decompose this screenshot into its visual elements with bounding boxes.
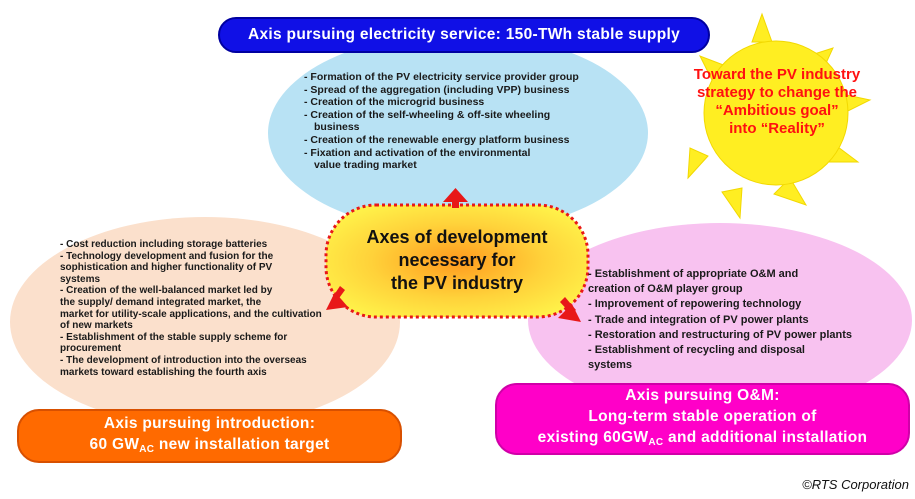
list-item: the supply/ demand integrated market, th…: [60, 296, 262, 308]
right-axis-capacity: existing 60GW: [537, 429, 649, 446]
list-item: - Trade and integration of PV power plan…: [588, 313, 809, 326]
arrow-down-left: [326, 286, 348, 310]
list-item: - The development of introduction into t…: [60, 354, 307, 366]
list-item: market for utility-scale applications, a…: [60, 308, 322, 320]
right-axis-ellipse: [528, 223, 912, 417]
list-item: - Formation of the PV electricity servic…: [304, 71, 579, 83]
list-item: - Creation of the well-balanced market l…: [60, 285, 273, 297]
list-item: - Technology development and fusion for …: [60, 250, 274, 262]
arrows: [326, 188, 581, 322]
sun-line-2: strategy to change the: [696, 84, 858, 101]
top-axis-title: Axis pursuing electricity service: 150-T…: [218, 17, 710, 53]
right-axis-install-text: and additional installation: [663, 429, 868, 446]
arrow-down-right: [558, 297, 581, 322]
right-axis-capacity-sub: AC: [648, 437, 664, 448]
left-axis-list: - Cost reduction including storage batte…: [60, 239, 360, 378]
copyright: ©RTS Corporation: [802, 477, 909, 492]
right-axis-title-line-2: Long-term stable operation of: [588, 408, 817, 425]
sun-line-1: Toward the PV industry: [693, 66, 861, 83]
sun-line-4: into “Reality”: [729, 120, 825, 137]
sun: [703, 40, 849, 186]
list-item: sophistication and higher functionality …: [60, 262, 273, 274]
list-item: - Fixation and activation of the environ…: [304, 146, 531, 159]
list-item: - Spread of the aggregation (including V…: [304, 83, 570, 96]
left-axis-target-text: new installation target: [154, 435, 330, 453]
list-item: - Cost reduction including storage batte…: [60, 239, 268, 250]
sun-line-3: “Ambitious goal”: [715, 102, 839, 119]
sun-message: Toward the PV industry strategy to chang…: [672, 66, 882, 138]
left-axis-capacity: 60 GW: [89, 435, 140, 453]
list-item: - Creation of the microgrid business: [304, 96, 485, 109]
list-item: procurement: [60, 343, 122, 355]
list-item: systems: [588, 359, 633, 372]
list-item: - Creation of the renewable energy platf…: [304, 133, 570, 146]
list-item: - Establishment of appropriate O&M and: [588, 268, 799, 280]
center-heading: Axes of development necessary for the PV…: [334, 226, 580, 295]
list-item: - Establishment of the stable supply sch…: [60, 331, 288, 343]
top-axis-list: - Formation of the PV electricity servic…: [304, 71, 654, 172]
list-item: creation of O&M player group: [588, 283, 743, 296]
list-item: - Establishment of recycling and disposa…: [588, 344, 805, 357]
right-axis-list: - Establishment of appropriate O&M and c…: [588, 267, 898, 373]
left-axis-capacity-sub: AC: [139, 443, 155, 455]
left-axis-title-line-1: Axis pursuing introduction:: [103, 414, 316, 432]
list-item: - Restoration and restructuring of PV po…: [588, 328, 853, 341]
list-item: systems: [60, 273, 101, 285]
right-axis-title-line-1: Axis pursuing O&M:: [625, 387, 780, 404]
right-axis-title: Axis pursuing O&M: Long-term stable oper…: [495, 383, 910, 455]
list-item: - Improvement of repowering technology: [588, 298, 802, 311]
list-item: markets toward establishing the fourth a…: [60, 366, 267, 378]
list-item: - Creation of the self-wheeling & off-si…: [304, 108, 551, 121]
center-line-3: the PV industry: [390, 273, 524, 293]
left-axis-title-line-2: 60 GWAC new installation target: [90, 434, 330, 460]
list-item: of new markets: [60, 320, 133, 332]
list-item: business: [314, 121, 360, 134]
right-axis-title-line-3: existing 60GWAC and additional installat…: [538, 427, 868, 453]
left-axis-title: Axis pursuing introduction: 60 GWAC new …: [17, 409, 402, 463]
top-axis-title-text: Axis pursuing electricity service: 150-T…: [248, 26, 680, 43]
center-line-1: Axes of development: [366, 227, 548, 247]
top-axis-ellipse: [268, 33, 648, 233]
sun-rays: [687, 12, 872, 220]
center-line-2: necessary for: [398, 250, 516, 270]
arrow-up: [443, 188, 468, 208]
left-axis-ellipse: [10, 217, 400, 427]
list-item: value trading market: [314, 159, 417, 172]
